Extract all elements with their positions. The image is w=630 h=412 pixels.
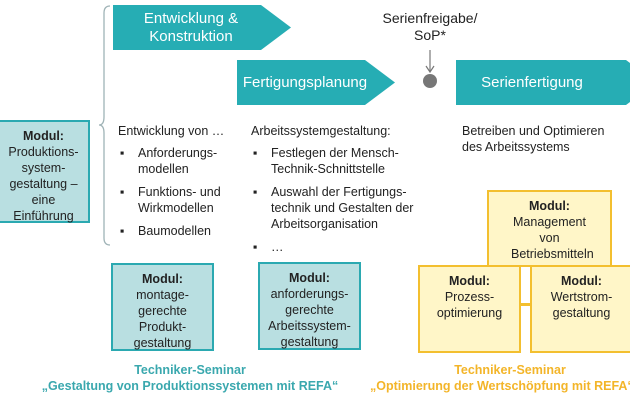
phase-label: Fertigungsplanung (242, 73, 368, 91)
list-item: ▪ Auswahl der Fertigungs-technik und Gest… (251, 184, 426, 232)
module-text: anforderungs-gerechte Arbeitssystem-gest… (268, 287, 351, 349)
column-planung: Arbeitssystemgestaltung: ▪ Festlegen der … (251, 123, 426, 262)
bullet-icon: ▪ (253, 185, 258, 199)
milestone-dot (423, 74, 437, 88)
phase-serienfertigung: Serienfertigung (456, 60, 630, 105)
module-title: Modul: (449, 274, 490, 288)
column-serienfertigung: Betreiben und Optimieren des Arbeitssyst… (462, 123, 612, 155)
milestone-line: SoP* (414, 27, 446, 43)
module-text: Prozess-optimierung (436, 290, 503, 320)
item-text: … (271, 240, 284, 254)
module-title: Modul: (529, 199, 570, 213)
module-prozess: Modul: Prozess-optimierung (418, 265, 521, 353)
list-item: ▪… (251, 239, 426, 255)
phase-label: Konstruktion (149, 27, 233, 45)
phase-fertigungsplanung: Fertigungsplanung (237, 60, 395, 105)
item-text: Anforderungs-modellen (138, 146, 218, 176)
list-item: ▪ Baumodellen (118, 223, 243, 239)
caption-line: Techniker-Seminar (454, 363, 566, 377)
item-text: Funktions- und Wirkmodellen (138, 185, 221, 215)
bullet-icon: ▪ (120, 146, 125, 160)
module-text: Management von Betriebsmitteln (511, 215, 594, 261)
phase-label: Serienfertigung (481, 73, 583, 91)
phase-entwicklung: Entwicklung &Konstruktion (113, 5, 291, 50)
module-title: Modul: (23, 129, 64, 143)
caption-line: „Gestaltung von Produktionssystemen mit … (41, 379, 339, 393)
column-heading: Arbeitssystemgestaltung: (251, 124, 391, 138)
bullet-icon: ▪ (120, 224, 125, 238)
bullet-icon: ▪ (253, 240, 258, 254)
bullet-icon: ▪ (253, 146, 258, 160)
seminar-caption-teal: Techniker-Seminar „Gestaltung von Produk… (30, 362, 350, 394)
module-title: Modul: (289, 271, 330, 285)
milestone-marker (423, 50, 437, 88)
item-text: Auswahl der Fertigungs-technik und Gesta… (271, 185, 414, 231)
milestone-line: Serienfreigabe/ (382, 10, 478, 26)
caption-line: Techniker-Seminar (134, 363, 246, 377)
module-title: Modul: (561, 274, 602, 288)
bullet-icon: ▪ (120, 185, 125, 199)
item-text: Baumodellen (138, 224, 211, 238)
list-item: ▪ Festlegen der Mensch-Technik-Schnittste… (251, 145, 426, 177)
module-intro: Modul: Produktions-system-gestaltung – e… (0, 120, 90, 223)
milestone-label: Serienfreigabe/ SoP* (370, 10, 490, 44)
module-anforderung: Modul: anforderungs-gerechte Arbeitssyst… (258, 262, 361, 350)
column-heading: Betreiben und Optimieren des Arbeitssyst… (462, 124, 605, 154)
item-text: Festlegen der Mensch-Technik-Schnittstel… (271, 146, 399, 176)
phase-label: Entwicklung & (143, 9, 239, 27)
module-montage: Modul: montage-gerechte Produkt-gestaltu… (111, 263, 214, 351)
module-text: Produktions-system-gestaltung – eine Ein… (8, 145, 79, 223)
module-management: Modul: Management von Betriebsmitteln (487, 190, 612, 267)
module-wertstrom: Modul: Wertstrom-gestaltung (530, 265, 630, 353)
list-item: ▪ Anforderungs-modellen (118, 145, 243, 177)
connector (520, 303, 532, 306)
module-title: Modul: (142, 272, 183, 286)
module-text: montage-gerechte Produkt-gestaltung (133, 288, 192, 350)
list-item: ▪ Funktions- und Wirkmodellen (118, 184, 243, 216)
bracket (98, 5, 111, 246)
caption-line: „Optimierung der Wertschöpfung mit REFA“ (370, 379, 630, 393)
seminar-caption-orange: Techniker-Seminar „Optimierung der Werts… (370, 362, 630, 394)
module-text: Wertstrom-gestaltung (550, 290, 613, 320)
column-entwicklung: Entwicklung von … ▪ Anforderungs-modellen… (118, 123, 243, 246)
column-heading: Entwicklung von … (118, 124, 225, 138)
